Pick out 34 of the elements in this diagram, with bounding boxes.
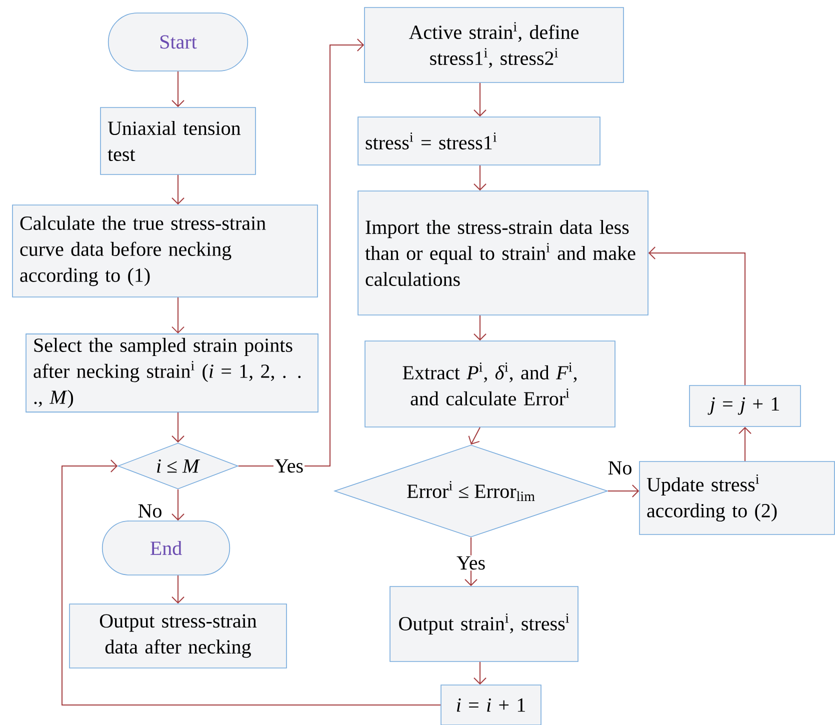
arrow [474, 661, 486, 685]
process-box: Calculate the true stress-strain curve data before necking according to (1) [12, 204, 318, 298]
process-box: Select the sampled strain points after necking strain$^{i}$ (i = 1, 2, . . ., M) [26, 334, 318, 412]
process-box: Uniaxial tension test [100, 107, 256, 175]
arrow [172, 174, 184, 205]
arrow [172, 488, 184, 521]
arrow [172, 70, 184, 108]
arrow [172, 574, 184, 604]
process-box: Active strain$^{i}$, define stress1$^{i}$, stress2$^{i}$ [364, 7, 624, 83]
arrow [62, 460, 442, 706]
arrow [238, 38, 364, 466]
arrow [172, 296, 184, 334]
terminal-box: End [102, 520, 230, 576]
process-box: i = i + 1 [440, 684, 542, 725]
arrow [474, 82, 486, 117]
process-box: Output strain$^{i}$, stress$^{i}$ [390, 586, 578, 662]
arrow [738, 426, 752, 462]
process-box: Extract P$^{i}$, δ$^{i}$, and F$^{i}$, and calculate Error$^{i}$ [364, 340, 616, 428]
process-box: Import the stress-strain data less than or equal to strain$^{i}$ and make calculations [358, 190, 648, 316]
arrow [474, 164, 486, 191]
process-box: Output stress-strain data after necking [69, 604, 287, 668]
arrow [172, 412, 184, 443]
process-box: Update stress$^{i}$ according to (2) [639, 461, 835, 535]
edge-label: No [606, 460, 634, 476]
terminal-box: Start [108, 12, 248, 72]
arrow [607, 484, 640, 498]
arrow [474, 314, 486, 341]
edge-label: Yes [455, 555, 487, 571]
edge-label: No [136, 503, 164, 519]
process-box: j = j + 1 [689, 385, 801, 427]
arrow [468, 426, 480, 445]
arrow [648, 246, 746, 386]
process-box: stress$^{i}$ = stress1$^{i}$ [358, 116, 600, 166]
edge-label: Yes [273, 458, 305, 474]
